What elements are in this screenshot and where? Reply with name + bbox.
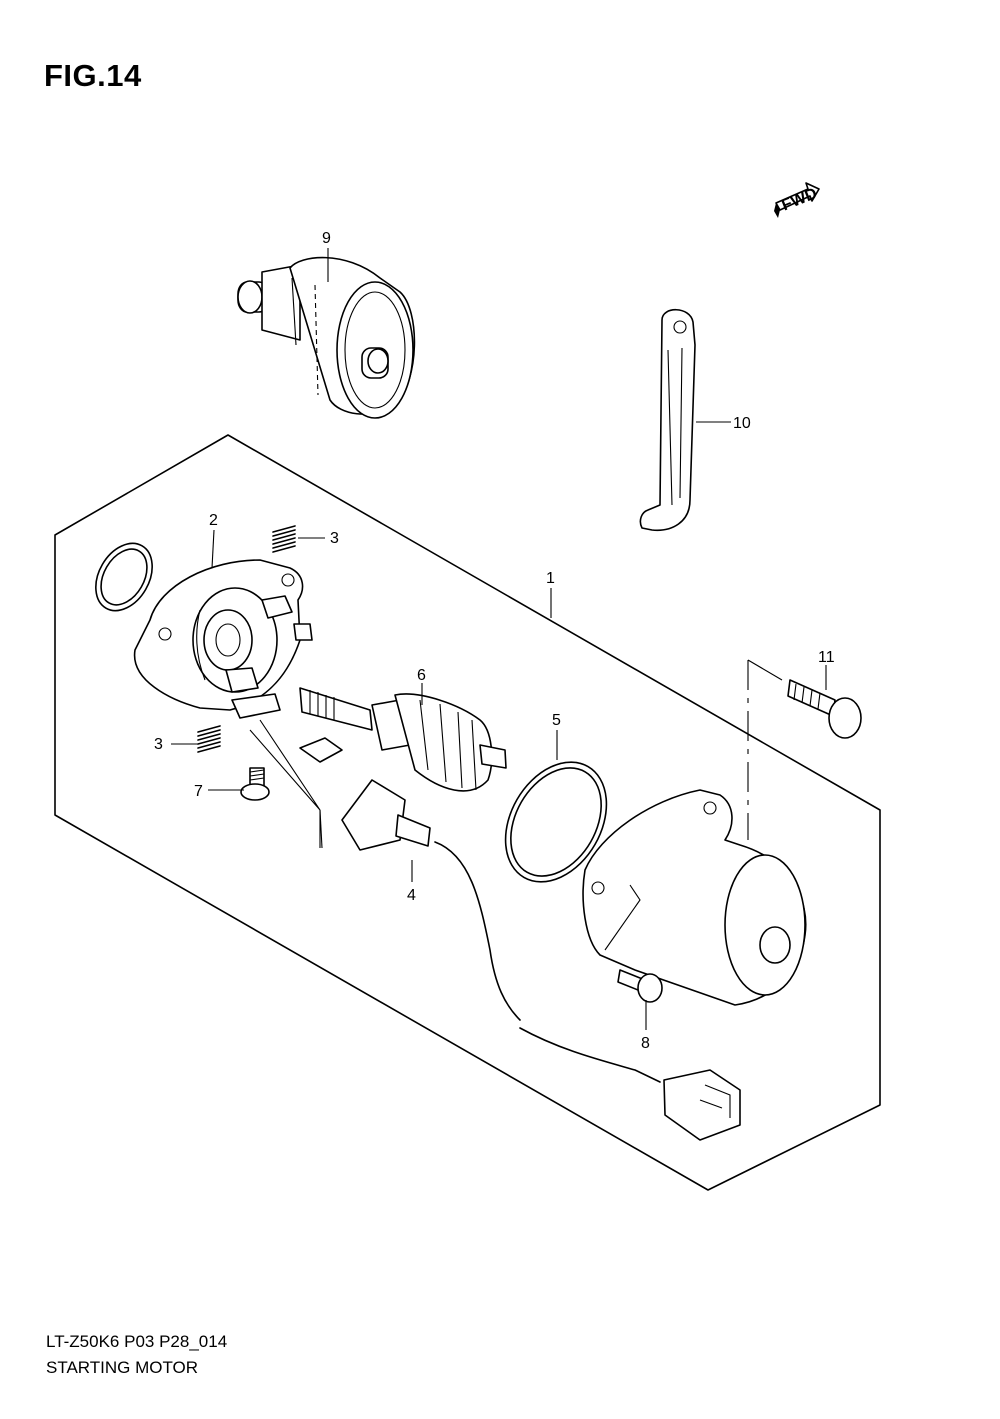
- callout-6: 6: [417, 667, 426, 684]
- part-11-bolt: [787, 679, 862, 739]
- part-2-brush-holder: [133, 559, 313, 719]
- fwd-arrow-icon: FWD: [774, 182, 820, 218]
- part-7-screw: [240, 767, 270, 801]
- leader-lines: [171, 248, 827, 1030]
- callout-9: 9: [322, 230, 331, 247]
- fwd-label: FWD: [779, 185, 819, 214]
- part-3-spring-upper: [272, 525, 296, 553]
- part-3-spring-lower: [197, 725, 221, 753]
- part-5-o-ring: [504, 761, 608, 883]
- callout-3-upper: 3: [330, 530, 339, 547]
- callout-2: 2: [209, 512, 218, 529]
- callout-1: 1: [546, 570, 555, 587]
- callout-7: 7: [194, 783, 203, 800]
- callout-4: 4: [407, 887, 416, 904]
- part-10-bracket: [639, 308, 696, 531]
- figure-title: FIG.14: [44, 58, 142, 93]
- drawing-name: STARTING MOTOR: [46, 1358, 199, 1377]
- part-4-lead-wire: [299, 737, 741, 1141]
- part-1-motor-housing: [582, 789, 807, 1006]
- part-8-screw: [617, 969, 663, 1003]
- callout-3-lower: 3: [154, 736, 163, 753]
- part-9-starter-clutch: [237, 256, 416, 419]
- part-6-armature: [299, 687, 507, 792]
- drawing-code: LT-Z50K6 P03 P28_014: [46, 1332, 228, 1351]
- o-ring-small: [95, 542, 153, 612]
- callout-11: 11: [818, 649, 835, 666]
- assembly-outline: [54, 434, 881, 1191]
- callout-8: 8: [641, 1035, 650, 1052]
- callout-5: 5: [552, 712, 561, 729]
- callout-10: 10: [733, 415, 751, 432]
